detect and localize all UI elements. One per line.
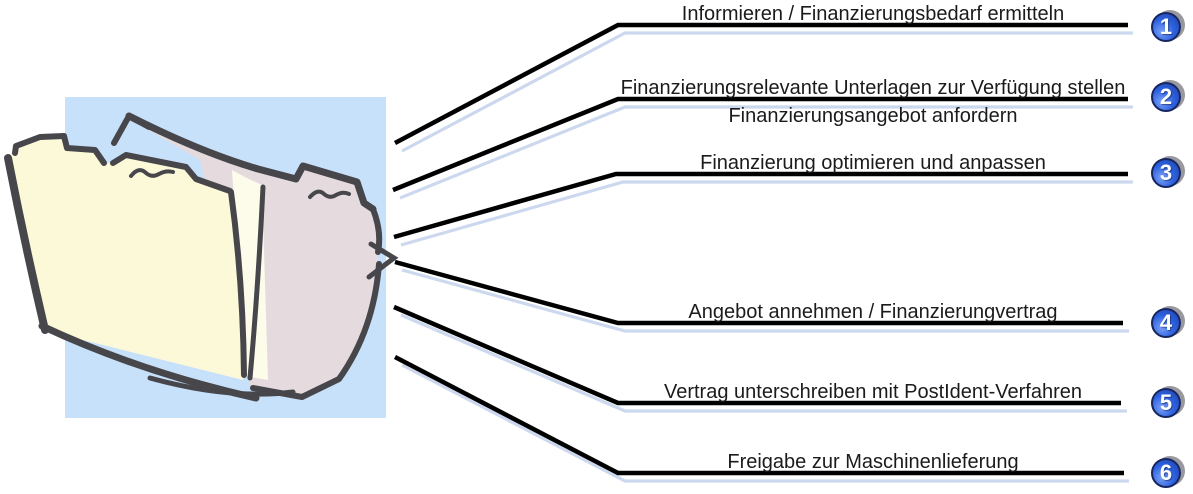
connector-shadow-lines	[399, 31, 1133, 483]
file-folders-clipart-icon	[4, 97, 399, 418]
step-number-badge-1: 1	[1151, 12, 1181, 42]
step-number-text: 6	[1159, 460, 1173, 485]
step-label-1: Informieren / Finanzierungsbedarf ermitt…	[681, 3, 1065, 25]
step-label-2: Finanzierungsrelevante Unterlagen zur Ve…	[620, 77, 1126, 99]
step-number-text: 5	[1159, 390, 1173, 415]
step-number-badge-3: 3	[1151, 158, 1181, 188]
step-number-text: 1	[1159, 14, 1173, 39]
step-number-badge-2: 2	[1151, 82, 1181, 112]
step-number-badge-4: 4	[1151, 308, 1181, 338]
step-number-text: 3	[1159, 160, 1173, 185]
step-number-text: 2	[1159, 84, 1173, 109]
step-label-6: Freigabe zur Maschinenlieferung	[727, 451, 1019, 473]
step-label-5: Vertrag unterschreiben mit PostIdent-Ver…	[663, 381, 1082, 403]
connector-lines	[392, 22, 1128, 476]
step-number-text: 4	[1159, 310, 1173, 335]
step-number-badge-5: 5	[1151, 388, 1181, 418]
step-label-4: Angebot annehmen / Finanzierungvertrag	[688, 301, 1058, 323]
step-sublabel-2: Finanzierungsangebot anfordern	[728, 105, 1018, 127]
step-label-3: Finanzierung optimieren und anpassen	[700, 152, 1046, 174]
step-number-badge-6: 6	[1151, 458, 1181, 488]
